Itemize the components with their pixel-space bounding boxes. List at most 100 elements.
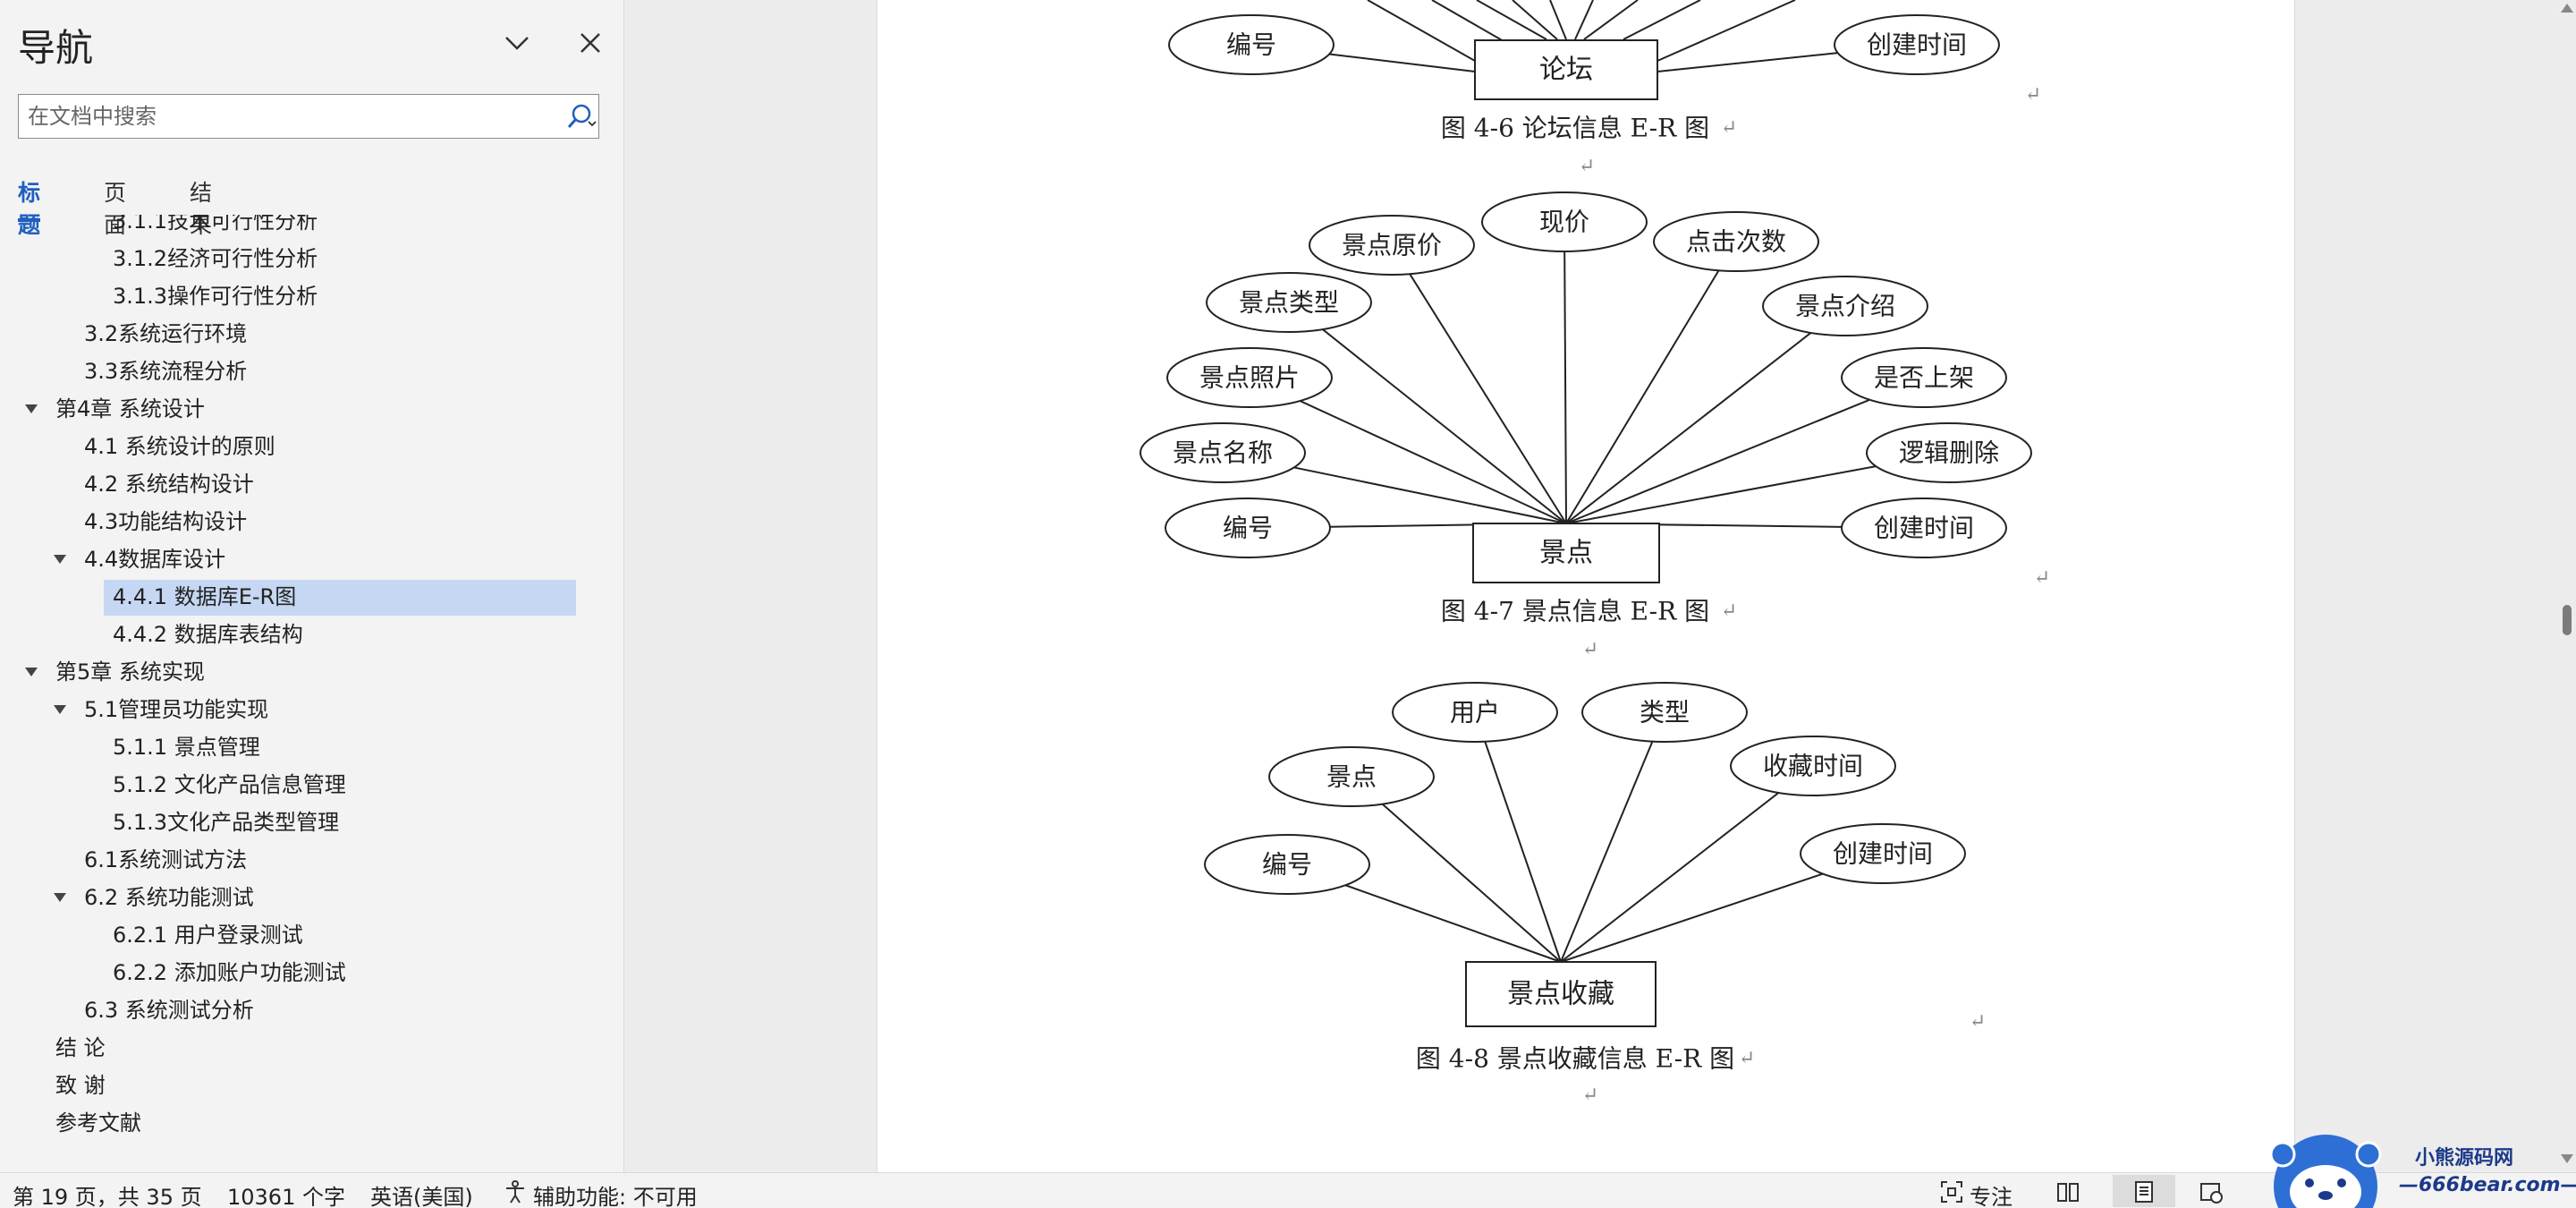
tree-item-label: 4.2 系统结构设计: [84, 472, 254, 497]
entity-label: 景点收藏: [1507, 979, 1614, 1010]
expand-arrow-icon[interactable]: [25, 404, 38, 413]
expand-arrow-icon[interactable]: [25, 668, 38, 676]
tree-item[interactable]: 5.1.3文化产品类型管理: [0, 804, 623, 841]
tree-item[interactable]: 5.1管理员功能实现: [0, 691, 623, 728]
tree-item[interactable]: 4.4数据库设计: [0, 540, 623, 578]
relationship-line: [1293, 466, 1567, 524]
tree-item[interactable]: 6.2.2 添加账户功能测试: [0, 954, 623, 991]
tree-item[interactable]: 4.3功能结构设计: [0, 503, 623, 540]
tree-item-label: 3.2系统运行环境: [84, 321, 248, 346]
relationship-line: [1560, 792, 1780, 963]
accessibility-icon[interactable]: [503, 1179, 528, 1204]
tree-item[interactable]: 4.2 系统结构设计: [0, 465, 623, 503]
focus-button[interactable]: 专注: [1970, 1185, 2012, 1208]
tree-item[interactable]: 5.1.1 景点管理: [0, 728, 623, 766]
search-icon[interactable]: [566, 102, 597, 132]
tree-item[interactable]: 6.1系统测试方法: [0, 841, 623, 879]
relationship-line: [1565, 465, 1877, 524]
tree-item[interactable]: 6.3 系统测试分析: [0, 991, 623, 1029]
attribute-label: 景点: [1326, 762, 1377, 792]
entity-box: [1472, 523, 1660, 583]
tree-item[interactable]: 参考文献: [0, 1104, 623, 1142]
tree-item[interactable]: 3.1.1技术可行性分析: [0, 215, 623, 240]
tree-item[interactable]: 4.4.1 数据库E-R图: [0, 578, 623, 616]
selection-highlight: [104, 580, 576, 616]
read-mode-icon[interactable]: [2055, 1179, 2080, 1204]
tab-pages[interactable]: 页面: [104, 180, 127, 238]
tree-item[interactable]: 4.1 系统设计的原则: [0, 428, 623, 465]
word-count[interactable]: 10361 个字: [227, 1185, 345, 1208]
tree-item[interactable]: 第5章 系统实现: [0, 653, 623, 691]
expand-arrow-icon[interactable]: [54, 893, 66, 902]
tree-item-label: 5.1管理员功能实现: [84, 697, 269, 722]
tree-item-label: 4.4数据库设计: [84, 547, 226, 572]
language-indicator[interactable]: 英语(美国): [370, 1185, 473, 1208]
relationship-line: [1381, 803, 1562, 963]
attribute-label: 点击次数: [1686, 227, 1786, 257]
attribute-label: 用户: [1450, 698, 1500, 727]
entity-label: 景点: [1539, 538, 1593, 569]
document-page[interactable]: 编号创建时间论坛图 4-6 论坛信息 E-R 图↵↵↵现价景点原价点击次数景点类…: [877, 0, 2295, 1172]
tree-item[interactable]: 3.1.2经济可行性分析: [0, 240, 623, 277]
tree-item-label: 6.2.2 添加账户功能测试: [113, 960, 346, 985]
relationship-line: [1560, 741, 1654, 963]
attribute-label: 创建时间: [1833, 839, 1933, 869]
scroll-down-icon[interactable]: [2561, 1154, 2573, 1163]
relationship-line: [1300, 400, 1567, 524]
scroll-up-icon[interactable]: [2561, 4, 2573, 13]
tree-item[interactable]: 6.2.1 用户登录测试: [0, 916, 623, 954]
paragraph-mark: ↵: [1582, 639, 1598, 661]
tree-item-label: 6.2 系统功能测试: [84, 885, 254, 910]
relationship-line: [1560, 872, 1824, 963]
focus-icon[interactable]: [1939, 1179, 1964, 1204]
relationship-line: [1344, 884, 1562, 963]
page-count[interactable]: 第 19 页，共 35 页: [13, 1185, 202, 1208]
tree-item[interactable]: 5.1.2 文化产品信息管理: [0, 766, 623, 804]
entity-box: [1474, 39, 1658, 100]
attribute-oval: [1653, 211, 1819, 272]
close-icon[interactable]: [572, 25, 608, 61]
tree-item[interactable]: 结 论: [0, 1029, 623, 1067]
attribute-label: 创建时间: [1874, 514, 1974, 543]
status-bar: 第 19 页，共 35 页 10361 个字 英语(美国) 辅助功能: 不可用 …: [0, 1172, 2576, 1208]
attribute-oval: [1834, 14, 2000, 75]
tree-item-label: 6.3 系统测试分析: [84, 998, 254, 1023]
tree-item[interactable]: 3.1.3操作可行性分析: [0, 277, 623, 315]
scrollbar-thumb[interactable]: [2563, 605, 2572, 635]
tree-item-label: 5.1.3文化产品类型管理: [113, 810, 340, 835]
tree-item-label: 3.1.1技术可行性分析: [113, 215, 318, 234]
attribute-oval: [1841, 347, 2007, 408]
tree-item[interactable]: 3.2系统运行环境: [0, 315, 623, 353]
attribute-label: 类型: [1640, 698, 1690, 727]
tree-item-label: 3.1.3操作可行性分析: [113, 284, 318, 309]
relationship-line: [1623, 0, 1701, 40]
tree-item-label: 4.4.2 数据库表结构: [113, 622, 303, 647]
tree-item-label: 4.3功能结构设计: [84, 509, 248, 534]
attribute-label: 创建时间: [1867, 30, 1967, 60]
tree-item-label: 3.3系统流程分析: [84, 359, 248, 384]
attribute-label: 景点介绍: [1795, 292, 1895, 321]
tree-item[interactable]: 3.3系统流程分析: [0, 353, 623, 390]
paragraph-mark: ↵: [1721, 117, 1737, 140]
attribute-label: 是否上架: [1874, 363, 1974, 393]
attribute-oval: [1166, 347, 1333, 408]
vertical-scrollbar[interactable]: [2558, 0, 2576, 1172]
accessibility-status[interactable]: 辅助功能: 不可用: [533, 1185, 698, 1208]
attribute-label: 编号: [1223, 514, 1273, 543]
search-input[interactable]: [28, 100, 547, 132]
figure-caption: 图 4-6 论坛信息 E-R 图: [1441, 114, 1709, 143]
expand-arrow-icon[interactable]: [54, 705, 66, 714]
attribute-oval: [1866, 422, 2032, 483]
tree-item[interactable]: 4.4.2 数据库表结构: [0, 616, 623, 653]
attribute-label: 现价: [1539, 208, 1589, 237]
tab-headings[interactable]: 标题: [18, 175, 41, 238]
tree-item[interactable]: 致 谢: [0, 1067, 623, 1104]
chevron-down-icon[interactable]: [499, 25, 535, 61]
expand-arrow-icon[interactable]: [54, 555, 66, 564]
tree-item[interactable]: 第4章 系统设计: [0, 390, 623, 428]
tree-item[interactable]: 6.2 系统功能测试: [0, 879, 623, 916]
print-layout-icon[interactable]: [2131, 1179, 2157, 1204]
nav-title: 导航: [18, 26, 94, 70]
web-layout-icon[interactable]: [2199, 1179, 2224, 1204]
tab-results[interactable]: 结果: [190, 180, 213, 238]
